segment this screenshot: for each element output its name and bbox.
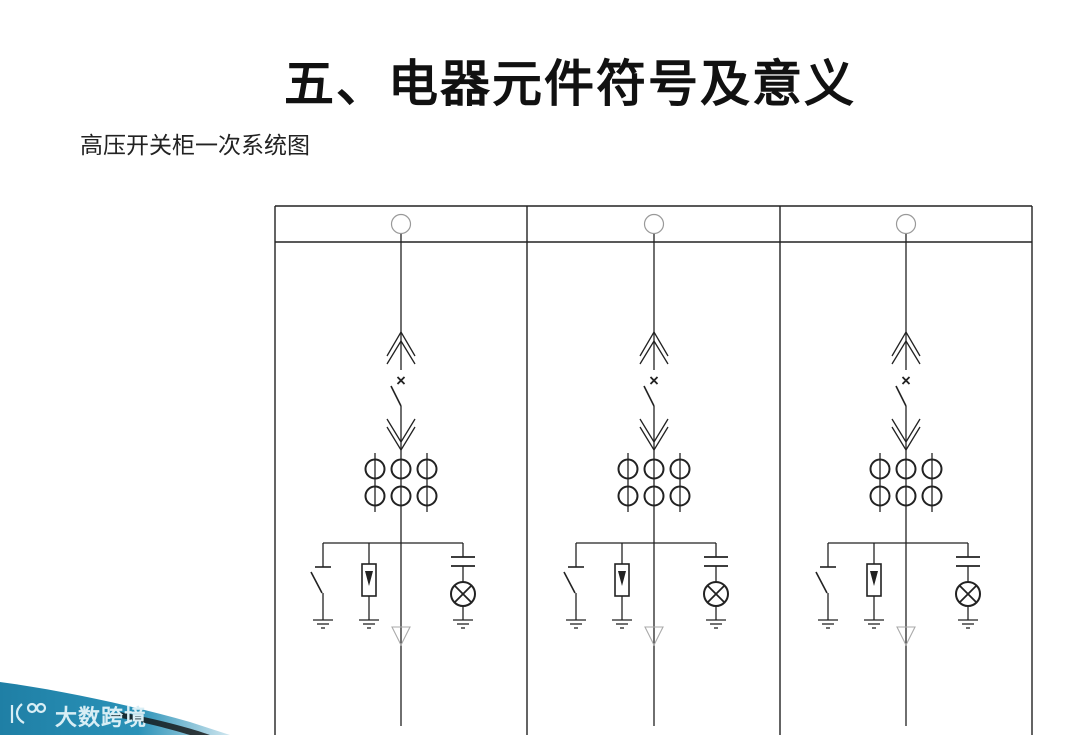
watermark-text: 大数跨境 [55, 706, 148, 731]
panel-3 [815, 213, 981, 727]
slide-title: 五、电器元件符号及意义 [284, 55, 856, 113]
panel-1 [310, 213, 476, 727]
slide-subtitle: 高压开关柜一次系统图 [80, 133, 310, 159]
watermark-logo-icon [10, 702, 47, 724]
panel-2 [563, 213, 729, 727]
watermark-band [0, 682, 230, 735]
